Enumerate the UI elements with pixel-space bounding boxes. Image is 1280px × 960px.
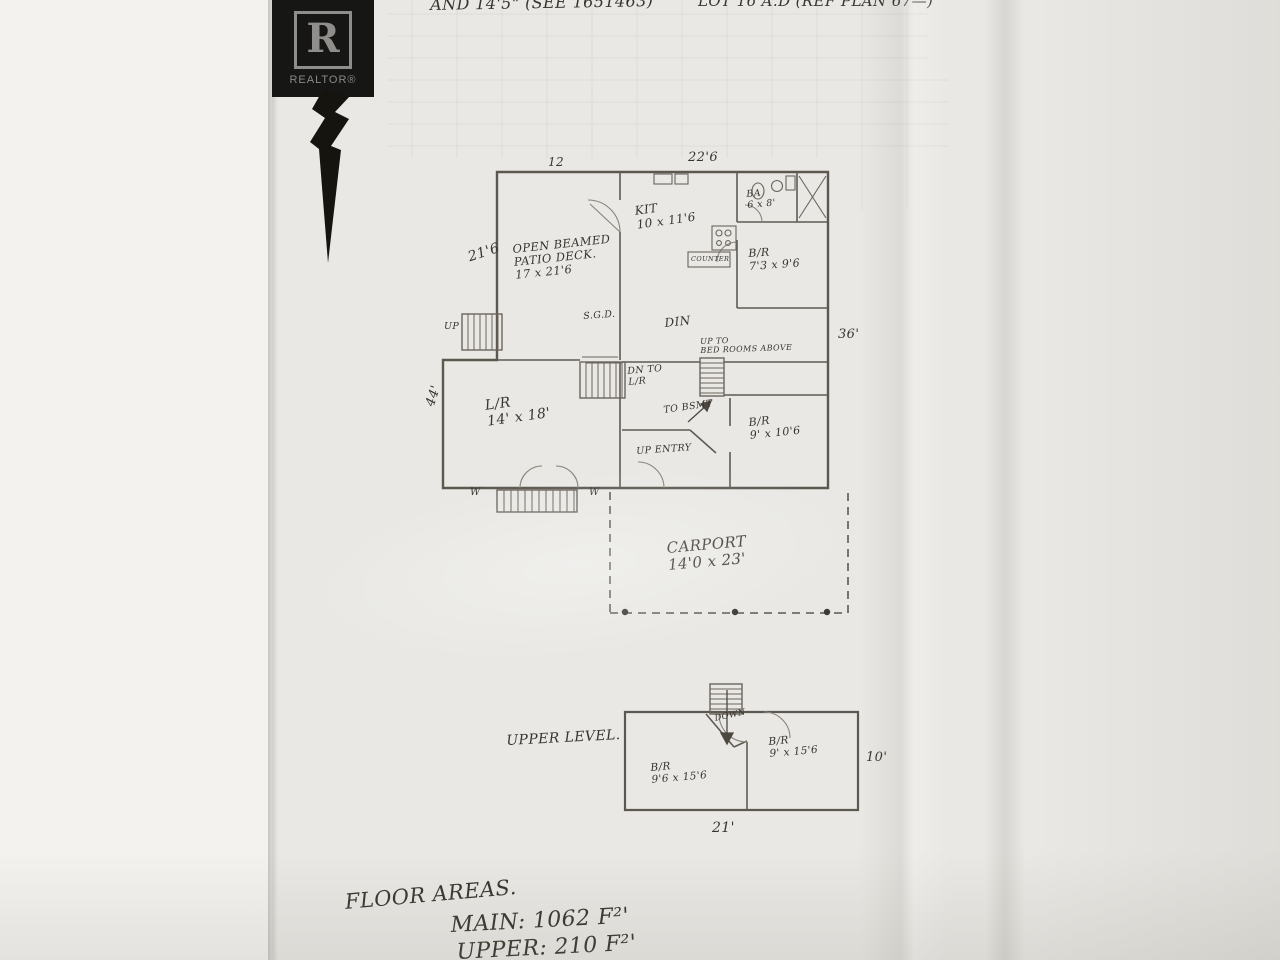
label-dim-12: 12 [548,155,565,169]
label-up-to-bedrooms: UP TO BED ROOMS ABOVE [700,336,793,356]
upper-floor-exterior-walls [623,710,860,812]
scan-left-margin [0,0,272,960]
label-up-left: UP [444,321,460,332]
label-bedroom-4: B/R 9'6 x 15'6 [650,760,708,786]
closet-x-icon [798,175,827,219]
label-bath: BA 6 x 8' [745,187,777,211]
main-floor-interior-walls [497,172,828,488]
grid-lines [388,0,948,210]
kitchen-fixtures [653,173,737,268]
stairs-upper-down [709,683,743,715]
paper-fold-edge [268,0,278,960]
label-bedroom-1: B/R 7'3 x 9'6 [747,245,801,273]
label-dim-21: 21' [712,820,735,836]
down-arrow [719,690,735,746]
label-dim-10: 10' [866,750,888,765]
top-note-right: LOT 16 A.D (REF PLAN 67—) [698,0,934,10]
label-bedroom-3: B/R 9' x 15'6 [768,734,819,760]
realtor-r-icon: R [294,11,352,69]
label-bedroom-2: B/R 9' x 10'6 [747,413,802,442]
stairs-front-entry [496,489,578,513]
label-counter: COUNTER [691,255,730,263]
label-dining: DIN [663,313,692,330]
to-bsmt-arrow [687,399,713,423]
stairs-dn-to-lr [579,361,626,399]
stairs-up-to-bedrooms [699,357,725,397]
label-window-left: W [470,487,481,498]
realtor-logo: R REALTOR® [272,0,374,97]
label-window-right: W [589,487,600,498]
realtor-wordmark: REALTOR® [289,74,357,86]
label-carport: CARPORT 14'0 x 23' [665,532,748,575]
north-arrow-icon [310,88,350,263]
door-arcs [519,199,763,489]
label-sgd: S.G.D. [582,308,616,322]
bath-fixtures [751,175,796,200]
label-dim-36: 36' [838,327,860,342]
label-dn-to-lr: DN TO L/R [626,362,663,388]
carport-outline [609,492,849,616]
stairs-left-exterior [461,313,503,351]
label-dim-22-6: 22'6 [688,150,718,165]
